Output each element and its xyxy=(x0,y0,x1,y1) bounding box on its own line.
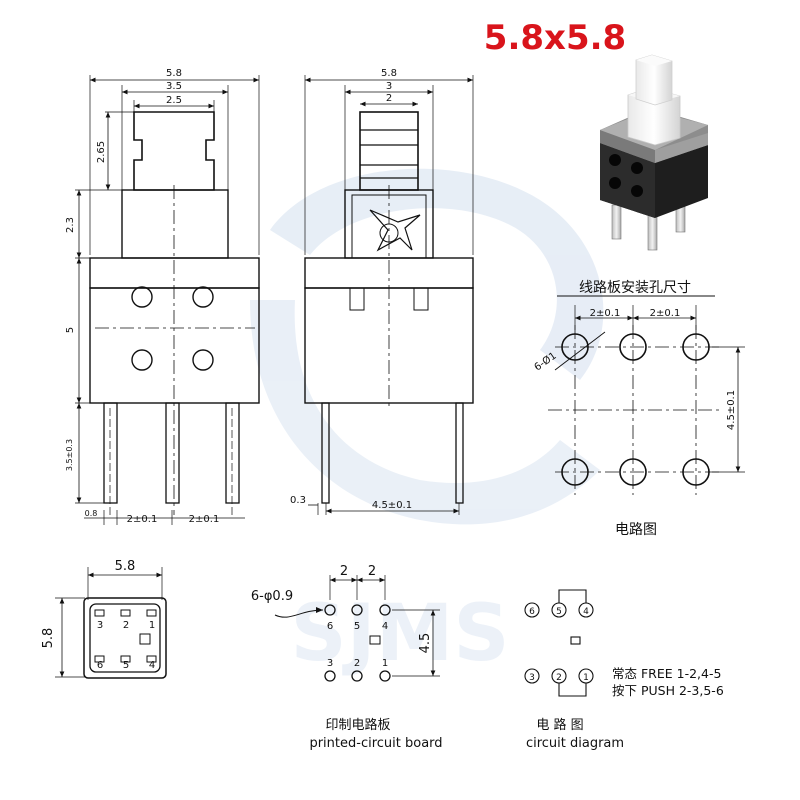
front-view-dimensions: 5.8 3.5 2.5 2.65 2.3 5 3.5±0.3 0.8 2±0.1… xyxy=(65,68,219,525)
circuit-diagram xyxy=(524,589,594,697)
front-dim-top: 2.5 xyxy=(166,95,182,106)
front-dim-pitch-1: 2±0.1 xyxy=(127,514,158,525)
circuit-pin-2: 2 xyxy=(556,673,562,683)
pcb-layout xyxy=(274,575,440,682)
pcb-pitch-2: 2 xyxy=(368,564,376,579)
top-dim-width: 5.8 xyxy=(115,559,136,574)
top-pin-4: 4 xyxy=(149,660,155,671)
watermark: SJMS xyxy=(250,168,604,679)
circuit-caption-cn: 电 路 图 xyxy=(536,717,583,733)
mounting-row-span: 4.5±0.1 xyxy=(726,390,737,430)
front-dim-pitch-2: 2±0.1 xyxy=(189,514,220,525)
front-dim-mid: 3.5 xyxy=(166,81,182,92)
pcb-pin-2: 2 xyxy=(354,658,360,669)
circuit-free-label: 常态 FREE 1-2,4-5 xyxy=(612,666,721,681)
pcb-pin-1: 1 xyxy=(382,658,388,669)
side-dim-width: 5.8 xyxy=(381,68,397,79)
front-dim-cap-height: 2.65 xyxy=(96,141,107,163)
circuit-pin-3: 3 xyxy=(529,673,535,683)
tactile-switch-photo xyxy=(600,54,708,251)
side-dim-pin-span: 4.5±0.1 xyxy=(372,500,412,511)
pcb-pin-5: 5 xyxy=(354,621,360,632)
side-dim-pin-thickness: 0.3 xyxy=(290,495,306,506)
top-dim-height: 5.8 xyxy=(41,628,56,649)
mounting-caption: 电路图 xyxy=(615,522,657,538)
front-dim-body: 5 xyxy=(65,327,76,333)
pcb-pin-4: 4 xyxy=(382,621,388,632)
mounting-title: 线路板安装孔尺寸 xyxy=(579,280,691,296)
circuit-caption-en: circuit diagram xyxy=(526,736,624,751)
top-pin-6: 6 xyxy=(97,660,103,671)
pcb-labels: 2 2 6-φ0.9 4.5 6 5 4 3 2 1 印制电路板 printed… xyxy=(251,564,443,751)
front-dim-width: 5.8 xyxy=(166,68,182,79)
front-dim-pin-offset: 0.8 xyxy=(85,509,98,518)
pcb-hole-size: 6-φ0.9 xyxy=(251,589,293,604)
circuit-labels: 6 5 4 3 2 1 常态 FREE 1-2,4-5 按下 PUSH 2-3,… xyxy=(526,607,724,751)
front-dim-upper: 2.3 xyxy=(65,217,76,233)
front-dim-pin-length: 3.5±0.3 xyxy=(65,439,74,471)
circuit-pin-5: 5 xyxy=(556,607,562,617)
circuit-pin-1: 1 xyxy=(583,673,589,683)
side-view xyxy=(304,75,474,515)
side-view-dimensions: 5.8 3 2 0.3 4.5±0.1 xyxy=(290,68,412,511)
circuit-pin-4: 4 xyxy=(583,607,589,617)
size-title: 5.8x5.8 xyxy=(483,18,627,58)
top-view xyxy=(55,567,167,679)
top-pin-1: 1 xyxy=(149,620,155,631)
top-pin-3: 3 xyxy=(97,620,103,631)
mounting-hole-layout xyxy=(548,295,745,495)
top-view-labels: 5.8 5.8 3 2 1 6 5 4 xyxy=(41,559,155,671)
side-dim-mid: 3 xyxy=(386,81,392,92)
watermark-text: SJMS xyxy=(291,589,510,679)
mounting-pitch-2: 2±0.1 xyxy=(650,308,681,319)
circuit-push-label: 按下 PUSH 2-3,5-6 xyxy=(612,683,724,698)
pcb-caption-en: printed-circuit board xyxy=(309,736,442,751)
top-pin-2: 2 xyxy=(123,620,129,631)
pcb-pin-6: 6 xyxy=(327,621,333,632)
pcb-row-span: 4.5 xyxy=(418,633,433,654)
circuit-pin-6: 6 xyxy=(529,607,535,617)
front-view xyxy=(75,75,260,525)
side-dim-top: 2 xyxy=(386,93,392,104)
top-pin-5: 5 xyxy=(123,660,129,671)
pcb-pin-3: 3 xyxy=(327,658,333,669)
mounting-pitch-1: 2±0.1 xyxy=(590,308,621,319)
pcb-caption-cn: 印制电路板 xyxy=(325,717,390,733)
pcb-pitch-1: 2 xyxy=(340,564,348,579)
